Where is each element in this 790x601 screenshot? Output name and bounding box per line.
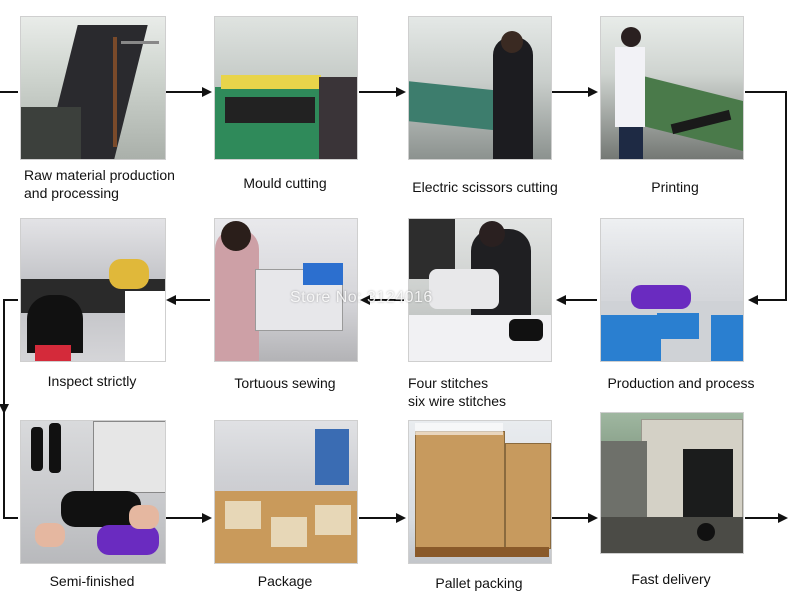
mould-cutting-photo (214, 16, 358, 160)
electric-scissors-photo (408, 16, 552, 160)
four-stitches-photo (408, 218, 552, 362)
step-label-fast-delivery: Fast delivery (631, 571, 711, 587)
step-label-pallet-packing: Pallet packing (435, 575, 523, 591)
step-label-semi-finished: Semi-finished (49, 573, 135, 589)
step-label-printing: Printing (651, 179, 699, 195)
production-photo (600, 218, 744, 362)
pallet-packing-photo (408, 420, 552, 564)
raw-material-photo (20, 16, 166, 160)
step-label-raw-material: Raw material production and processing (24, 167, 175, 201)
step-label-electric-scissors: Electric scissors cutting (412, 179, 558, 195)
tortuous-sewing-photo (214, 218, 358, 362)
step-label-four-stitches: Four stitches six wire stitches (408, 375, 507, 409)
step-label-tortuous-sewing: Tortuous sewing (234, 375, 336, 391)
step-label-package: Package (257, 573, 313, 589)
inspect-photo (20, 218, 166, 362)
package-photo (214, 420, 358, 564)
printing-photo (600, 16, 744, 160)
step-label-mould-cutting: Mould cutting (243, 175, 327, 191)
store-watermark: Store No: 3124016 (290, 289, 433, 306)
fast-delivery-photo (600, 412, 744, 554)
semi-finished-photo (20, 420, 166, 564)
step-label-production: Production and process (607, 375, 755, 391)
step-label-inspect: Inspect strictly (47, 373, 137, 389)
